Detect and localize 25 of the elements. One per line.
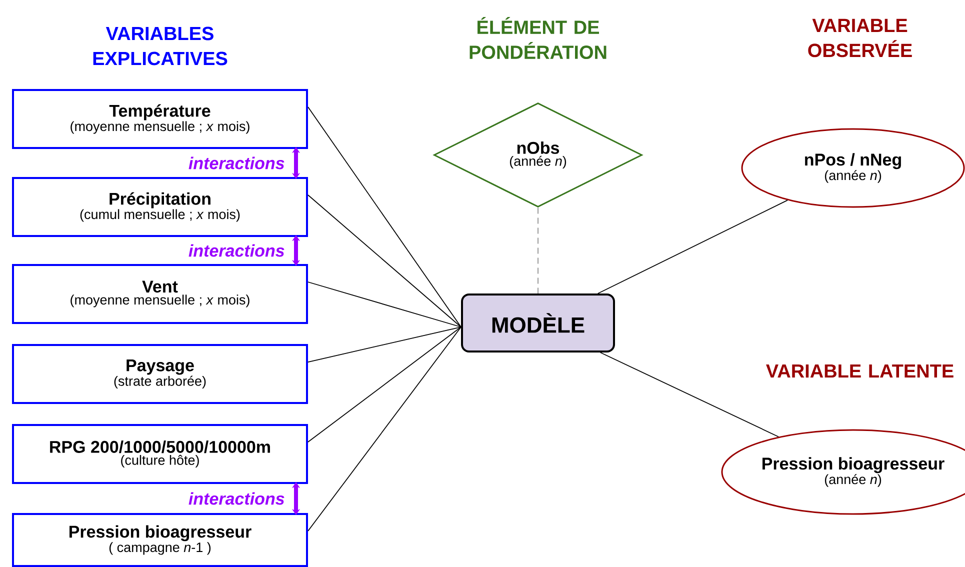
connector-line (597, 200, 788, 294)
category-heading: VARIABLE LATENTE (766, 364, 954, 378)
variable-box: Pression bioagresseur ( campagne n-1 ) (12, 513, 308, 567)
connector-line (308, 282, 462, 328)
edge-label: interactions (188, 244, 284, 257)
variable-box: RPG 200/1000/5000/10000m (culture hôte) (12, 424, 308, 484)
variable-box: Température (moyenne mensuelle ; x mois) (12, 89, 308, 149)
connector-line (308, 326, 462, 442)
variable-box: Précipitation (cumul mensuelle ; x mois) (12, 177, 308, 237)
double-arrow (292, 147, 300, 179)
double-arrow (292, 235, 300, 266)
variable-box: Vent (moyenne mensuelle ; x mois) (12, 264, 308, 324)
connector-line (308, 194, 462, 328)
connector-line (308, 326, 462, 532)
connector-line (308, 326, 462, 362)
connector-line (600, 352, 779, 438)
category-heading: ÉLÉMENT DE PONDÉRATION (470, 17, 606, 60)
edge-label: interactions (188, 492, 284, 505)
variable-box: Paysage (strate arborée) (12, 344, 308, 404)
connector-line (308, 106, 462, 328)
edge-label: interactions (188, 156, 284, 170)
model-box: MODÈLE (461, 294, 615, 352)
category-heading: VARIABLE OBSERVÉE (808, 18, 912, 58)
category-heading: VARIABLES EXPLICATIVES (93, 26, 228, 66)
double-arrow (292, 482, 300, 515)
